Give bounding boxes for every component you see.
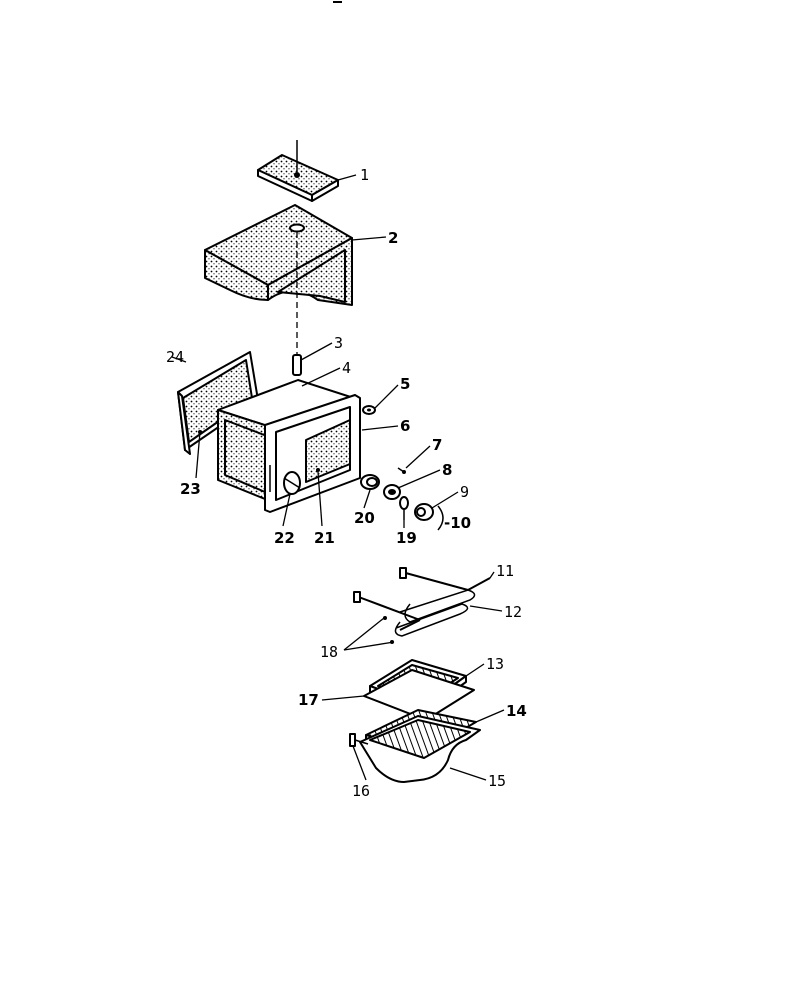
callout-2: 2: [388, 229, 398, 247]
part-16-rack-bracket: [349, 733, 369, 747]
part-15-drip-tray: [359, 715, 481, 783]
callout-23: 23: [180, 480, 201, 498]
callout-21: 21: [314, 529, 335, 547]
part-20-knob-ring: [360, 474, 380, 490]
callout-10: -10: [444, 514, 471, 532]
part-8-lamp-socket: [383, 484, 401, 500]
part-18-screws: [383, 616, 394, 644]
part-7-screw: [397, 467, 406, 474]
callout-14: 14: [506, 702, 527, 720]
part-10-retaining-clip: [437, 505, 444, 531]
callout-12: 12: [504, 603, 522, 621]
part-2-top-hood: [204, 204, 353, 306]
callout-24: 24: [166, 348, 184, 366]
part-22-light-socket: [283, 471, 301, 495]
callout-13: 13: [486, 655, 504, 673]
callout-5: 5: [400, 375, 410, 393]
callout-11: 11: [496, 562, 514, 580]
part-19-lamp-bulb: [399, 496, 409, 520]
callout-1: 1: [360, 166, 369, 184]
callout-18: 18: [320, 643, 338, 661]
callout-17: 17: [298, 691, 319, 709]
callout-7: 7: [432, 436, 442, 454]
part-9-lens: [414, 503, 434, 521]
part-5-grommet: [362, 405, 376, 415]
part-3-pin: [292, 354, 302, 376]
callout-16: 16: [352, 782, 370, 800]
callout-8: 8: [442, 461, 452, 479]
part-11-12-broil-element: [353, 567, 491, 637]
part-1-vent-cover: [257, 140, 339, 202]
callout-20: 20: [354, 509, 375, 527]
callout-labels: 1 2 3 4 5 6 7 8 9 -10 11 12 13 14 15 16 …: [166, 166, 527, 800]
callout-4: 4: [342, 359, 351, 377]
callout-9: 9: [460, 483, 469, 501]
callout-6: 6: [400, 417, 410, 435]
callout-15: 15: [488, 772, 506, 790]
callout-22: 22: [274, 529, 295, 547]
leader-lines: [171, 174, 505, 781]
callout-3: 3: [334, 334, 343, 352]
callout-19: 19: [396, 529, 417, 547]
